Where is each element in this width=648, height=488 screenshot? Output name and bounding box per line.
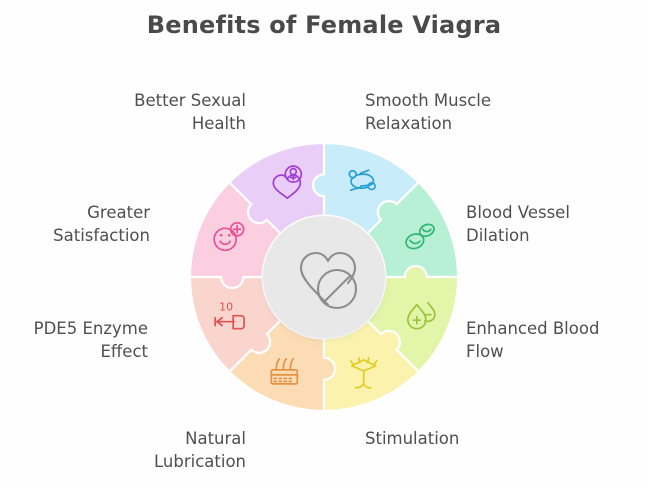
puzzle-wheel-svg: 10 <box>189 142 459 412</box>
page-title: Benefits of Female Viagra <box>146 11 502 39</box>
blood-cells-icon <box>405 223 435 250</box>
label-blood-vessel-dilation: Blood Vessel Dilation <box>466 203 570 246</box>
skin-tissue-icon <box>270 358 299 385</box>
ten-arrow-icon: 10 <box>214 301 246 330</box>
center-badge <box>263 216 385 338</box>
nerve-icon <box>349 357 378 389</box>
puzzle-wheel: 10 <box>189 142 459 412</box>
center-circle <box>263 216 385 338</box>
label-pde5-enzyme-effect: PDE5 Enzyme Effect <box>33 319 148 362</box>
svg-text:10: 10 <box>219 301 233 314</box>
label-stimulation: Stimulation <box>365 429 460 448</box>
heart-with-pill-icon <box>299 251 358 310</box>
blood-drops-plus-minus-icon <box>407 301 436 330</box>
label-smooth-muscle-relaxation: Smooth Muscle Relaxation <box>365 91 492 134</box>
label-enhanced-blood-flow: Enhanced Blood Flow <box>466 319 600 362</box>
heart-female-badge-icon <box>272 165 303 200</box>
label-better-sexual-health: Better Sexual Health <box>134 91 246 134</box>
label-greater-satisfaction: Greater Satisfaction <box>53 203 150 246</box>
flexing-muscle-icon <box>348 169 376 192</box>
label-natural-lubrication: Natural Lubrication <box>154 429 246 472</box>
smiley-plus-icon <box>213 221 245 252</box>
wheel-icons: 10 <box>213 165 436 389</box>
